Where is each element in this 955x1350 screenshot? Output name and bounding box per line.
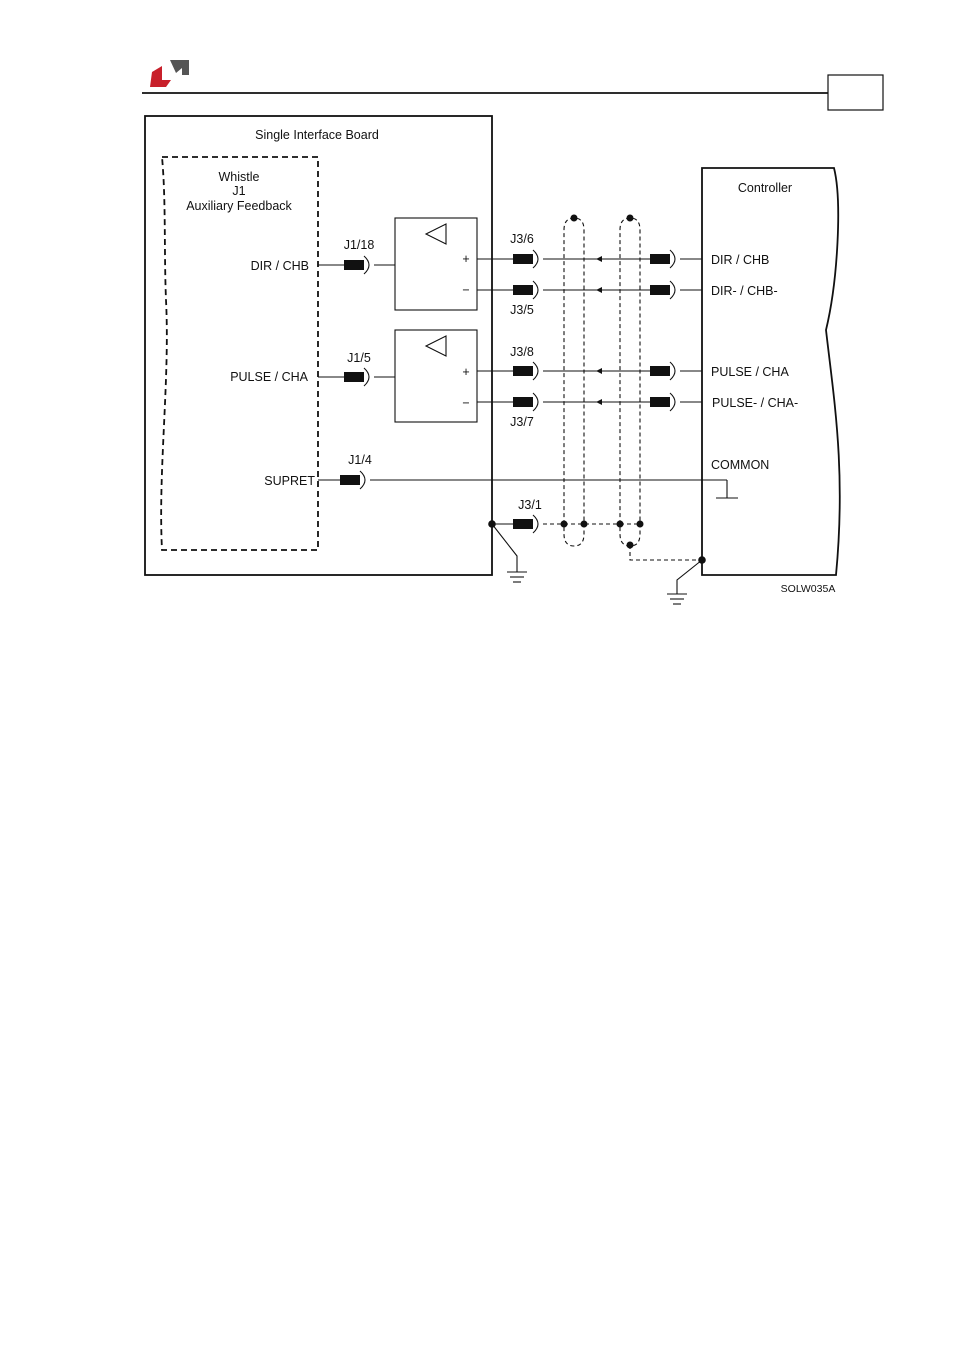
cable-shield-1 [564, 218, 584, 546]
ctrl-signal-pulse-minus-cha-minus: PULSE- / CHA- [712, 396, 798, 410]
ctrl-signal-dir-minus-chb-minus: DIR- / CHB- [711, 284, 778, 298]
board-title: Single Interface Board [255, 128, 379, 142]
dir-plus-sign: + [462, 252, 469, 266]
ctrl-signal-common: COMMON [711, 458, 769, 472]
connector-j3-5-label: J3/5 [510, 303, 534, 317]
dir-plus-line [477, 250, 702, 268]
whistle-feedback-block [161, 157, 318, 550]
company-logo-icon [150, 60, 189, 87]
shield-ground-line [488, 515, 702, 560]
connector-j3-7-label: J3/7 [510, 415, 534, 429]
figure-code: SOLW035A [781, 583, 836, 595]
board-ground-icon [492, 524, 527, 582]
signal-pulse-cha: PULSE / CHA [230, 370, 308, 384]
page-number-box [828, 75, 883, 110]
connector-j1-5-label: J1/5 [347, 351, 371, 365]
controller-ground-icon [667, 556, 706, 604]
pulse-minus-sign: − [462, 396, 469, 410]
connector-j1-4 [340, 475, 360, 485]
feedback-line-2: J1 [232, 184, 245, 198]
controller-title: Controller [738, 181, 792, 195]
pulse-plus-sign: + [462, 365, 469, 379]
pulse-minus-line [477, 393, 702, 411]
pulse-plus-line [477, 362, 702, 380]
signal-dir-chb: DIR / CHB [251, 259, 309, 273]
connector-j3-8-label: J3/8 [510, 345, 534, 359]
connector-j1-18 [344, 260, 364, 270]
connector-j3-1-label: J3/1 [518, 498, 542, 512]
connector-j1-4-label: J1/4 [348, 453, 372, 467]
cable-shield-2 [620, 218, 640, 546]
connector-j1-5 [344, 372, 364, 382]
connector-j3-6-label: J3/6 [510, 232, 534, 246]
dir-minus-line [477, 281, 702, 299]
ctrl-signal-dir-chb: DIR / CHB [711, 253, 769, 267]
feedback-line-3: Auxiliary Feedback [186, 199, 292, 213]
signal-supret: SUPRET [264, 474, 315, 488]
dir-minus-sign: − [462, 283, 469, 297]
feedback-line-1: Whistle [219, 170, 260, 184]
connector-j1-18-label: J1/18 [344, 238, 375, 252]
ctrl-signal-pulse-cha: PULSE / CHA [711, 365, 789, 379]
